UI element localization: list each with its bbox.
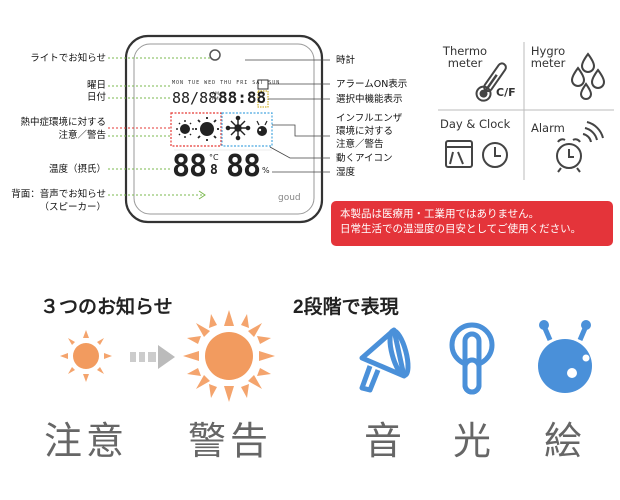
- feature-title-thermometer: Thermo meter: [440, 45, 490, 69]
- label-clock: 時計: [336, 55, 356, 66]
- section-right-heading: 2段階で表現: [293, 297, 399, 318]
- lcd-weekday: THU: [220, 80, 233, 86]
- label-date: 日付: [86, 92, 106, 103]
- device-bezel: [133, 43, 315, 215]
- label-back-2: （スピーカー）: [39, 202, 106, 213]
- device-body: [124, 34, 324, 224]
- lcd-ampm: AM PM: [212, 92, 219, 102]
- section-left-heading: ３つのお知らせ: [40, 297, 173, 318]
- feature-title-line: meter: [530, 56, 566, 70]
- lcd-weekday: TUE: [188, 80, 201, 86]
- feature-grid: [438, 42, 614, 180]
- label-flu-1: インフルエンザ: [336, 113, 403, 124]
- label-moving: 動くアイコン: [336, 153, 393, 164]
- feature-title-line: Thermo: [442, 44, 488, 58]
- lcd-pm: PM: [212, 97, 219, 102]
- lcd-temp-unit: °C: [209, 153, 219, 162]
- word-light: 光: [453, 419, 496, 463]
- label-temperature: 温度（摂氏）: [48, 164, 106, 175]
- lcd-sun-large-icon: [195, 117, 219, 141]
- label-select: 選択中機能表示: [336, 94, 403, 105]
- lcd-weekday: WED: [204, 80, 217, 86]
- lcd-weekdays: MON TUE WED THU FRI SAT SUN: [172, 80, 280, 86]
- sun-large-icon: [183, 310, 275, 402]
- calendar-icon: [445, 140, 473, 168]
- arrow-right-icon: [130, 345, 175, 369]
- feature-unit-cf: C/F: [496, 86, 516, 99]
- lcd-weekday: SAT: [252, 80, 265, 86]
- label-humidity: 湿度: [336, 167, 356, 178]
- lcd-sun-small-icon: [176, 120, 194, 138]
- lcd-humidity-unit: %: [262, 166, 270, 175]
- label-flu-2: 環境に対する: [336, 126, 394, 137]
- lcd-bug-icon: [256, 120, 268, 136]
- label-light: ライトでお知らせ: [30, 53, 106, 64]
- label-back-1: 背面：音声でお知らせ: [11, 189, 106, 200]
- brand-logo: goud: [278, 193, 301, 203]
- feature-title-line: meter: [447, 56, 483, 70]
- lcd-date: 88/88: [172, 89, 218, 107]
- label-alarm-on: アラームON表示: [336, 79, 408, 90]
- sun-small-icon: [60, 330, 112, 382]
- word-caution: 注意: [44, 419, 129, 463]
- label-heatstroke-1: 熱中症環境に対する: [20, 117, 106, 128]
- lcd-temp-decimal: 8: [210, 163, 218, 178]
- feature-title-clock: Day & Clock: [440, 117, 511, 131]
- word-warning: 警告: [188, 419, 273, 463]
- light-indicator: [209, 49, 221, 61]
- label-flu-3: 注意／警告: [336, 139, 384, 150]
- lcd-temperature: 88: [172, 149, 207, 184]
- light-bulb-icon: [449, 322, 495, 395]
- label-heatstroke-2: 注意／警告: [58, 130, 106, 141]
- clock-icon: [482, 142, 508, 168]
- bug-character-icon: [538, 320, 592, 393]
- notice-line-1: 本製品は医療用・工業用ではありません。: [340, 208, 540, 220]
- heatstroke-frame: [170, 112, 222, 147]
- droplets-icon: [570, 52, 606, 100]
- lcd-virus-icon: [225, 115, 251, 141]
- alarm-clock-icon: [556, 121, 604, 173]
- lcd-am: AM: [212, 92, 219, 97]
- device-diagram: [108, 34, 330, 224]
- label-weekday: 曜日: [86, 80, 106, 91]
- lcd-alarm-indicator: [257, 79, 269, 90]
- feature-title-alarm: Alarm: [531, 121, 565, 135]
- thermometer-icon: [475, 62, 507, 102]
- lcd-weekday: MON: [172, 80, 185, 86]
- flu-frame: [221, 112, 273, 147]
- notice-line-2: 日常生活での温湿度の目安としてご使用ください。: [340, 223, 582, 235]
- lcd-humidity: 88: [226, 149, 261, 184]
- lcd-weekday: SUN: [268, 80, 281, 86]
- feature-title-line: Hygro: [530, 44, 566, 58]
- megaphone-icon: [359, 327, 411, 393]
- lcd-time: 88:88: [218, 88, 267, 107]
- word-sound: 音: [364, 419, 407, 463]
- word-picture: 絵: [544, 419, 587, 463]
- feature-title-hygrometer: Hygro meter: [526, 45, 570, 69]
- notice-box: 本製品は医療用・工業用ではありません。 日常生活での温湿度の目安としてご使用くだ…: [331, 201, 613, 246]
- lcd-weekday: FRI: [236, 80, 249, 86]
